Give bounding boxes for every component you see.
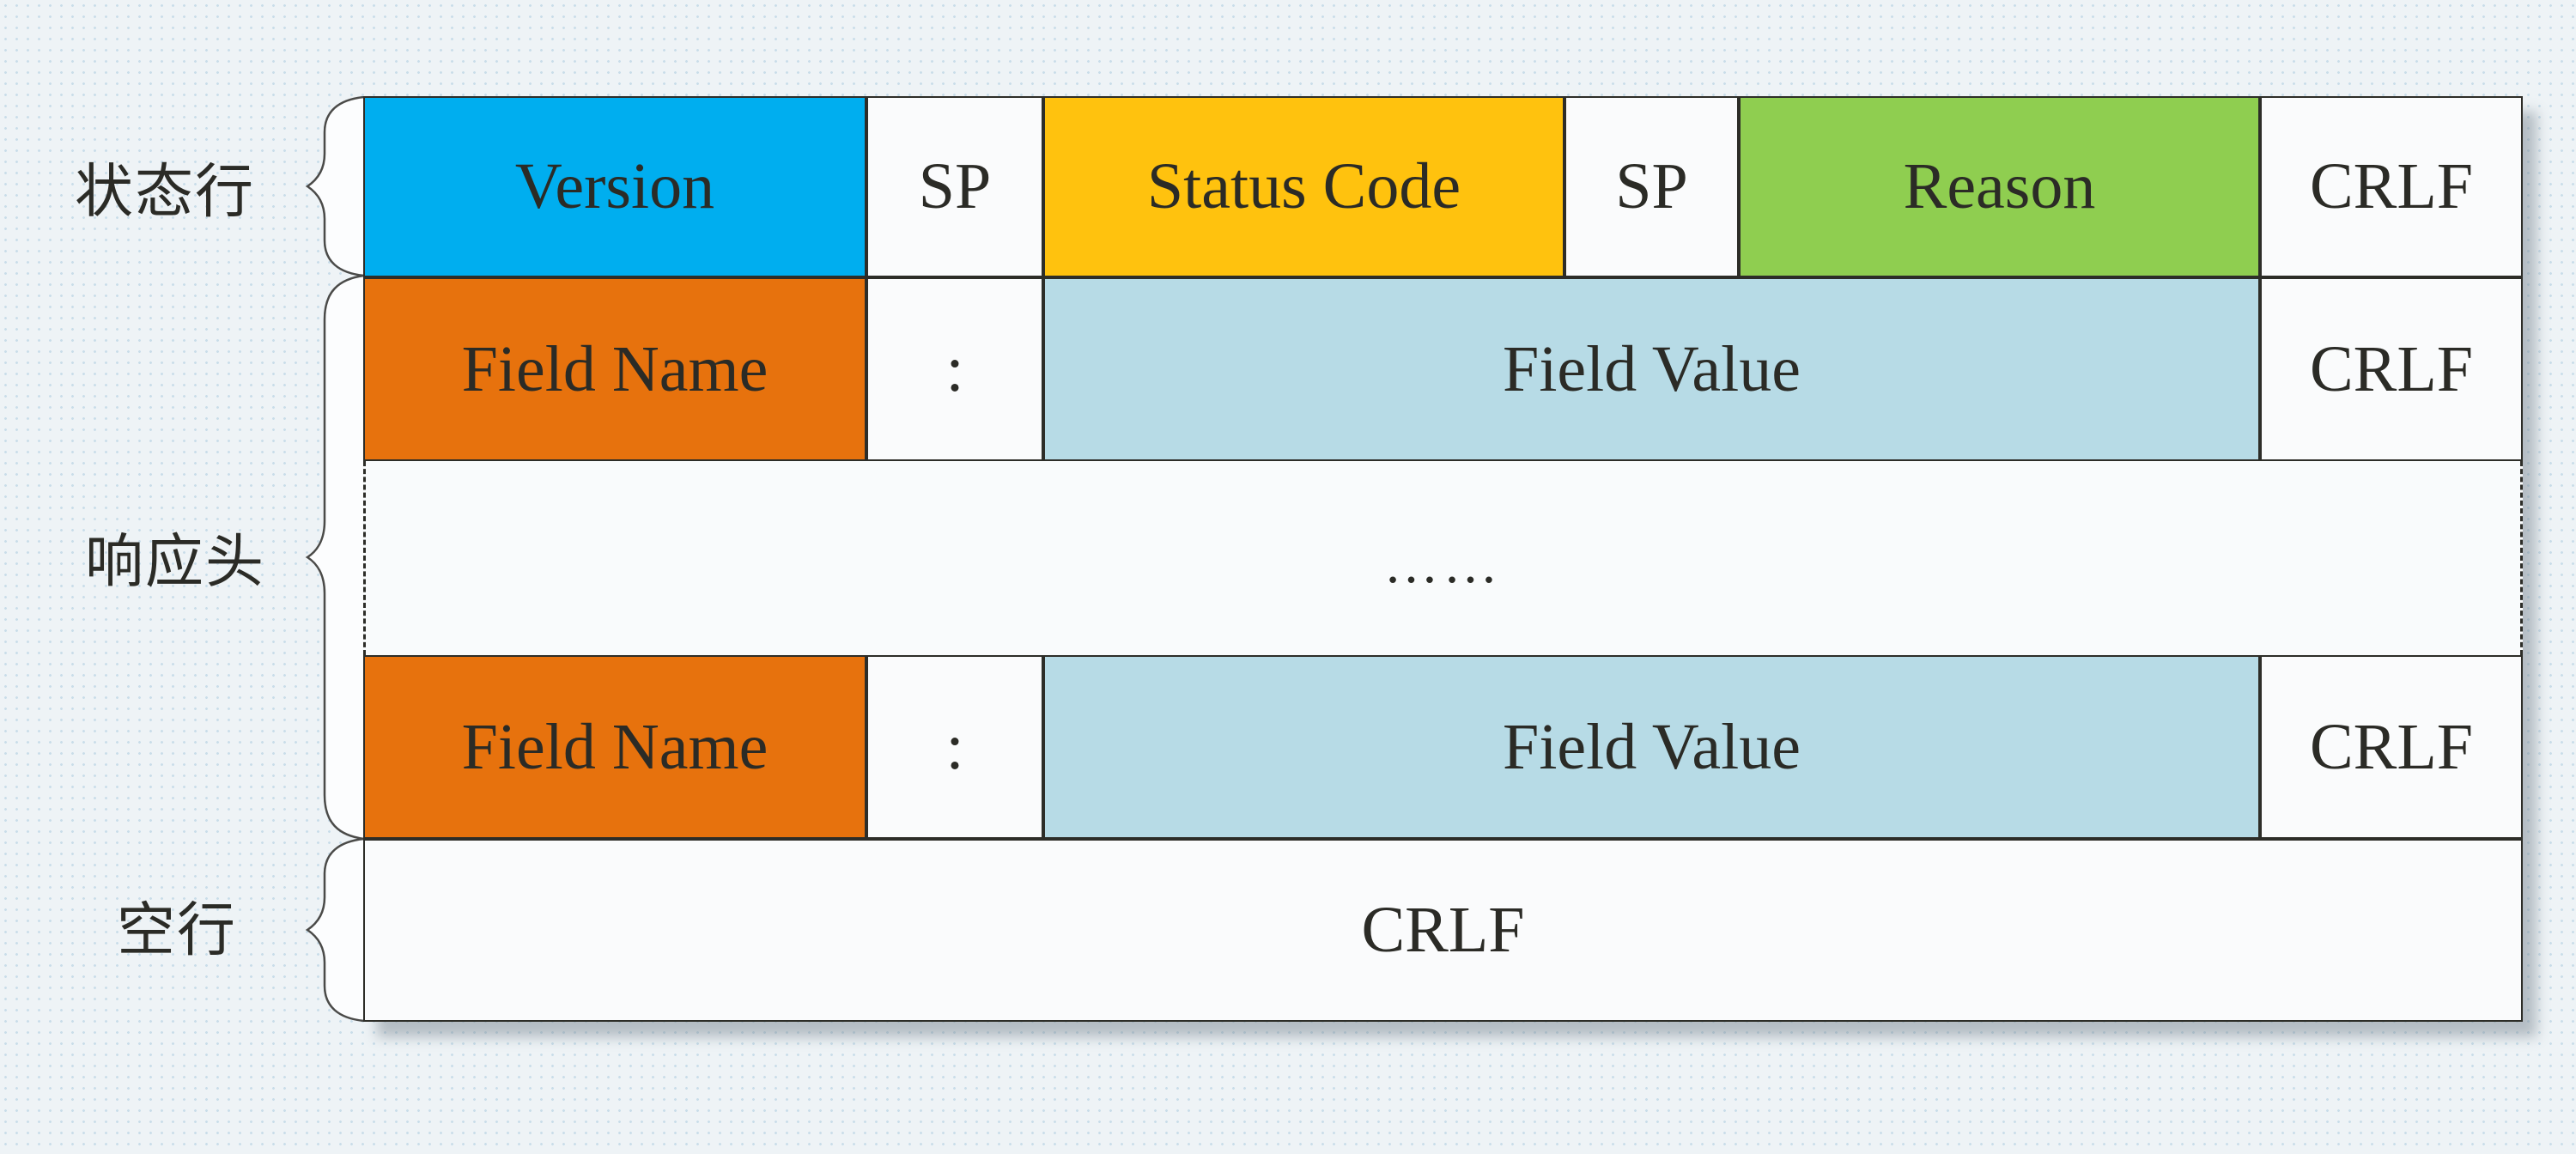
row-status-line: Version SP Status Code SP Reason CRLF (363, 96, 2523, 277)
cell-crlf-status: CRLF (2260, 96, 2523, 277)
brace-response-headers (305, 274, 364, 841)
row-header-1: Field Name : Field Value CRLF (363, 277, 2523, 461)
cell-colon-2: : (866, 655, 1043, 839)
cell-crlf-header-2: CRLF (2260, 655, 2523, 839)
cell-crlf-blank-line: CRLF (363, 839, 2523, 1022)
cell-version: Version (363, 96, 866, 277)
cell-status-code: Status Code (1043, 96, 1564, 277)
ellipsis-text: …… (1383, 533, 1503, 594)
label-status-line: 状态行 (74, 158, 256, 227)
cell-sp-2: SP (1564, 96, 1739, 277)
group-braces (305, 96, 364, 1022)
cell-sp-1: SP (866, 96, 1043, 277)
cell-field-value-2: Field Value (1043, 655, 2260, 839)
cell-reason: Reason (1739, 96, 2260, 277)
cell-crlf-header-1: CRLF (2260, 277, 2523, 461)
response-message-table: Version SP Status Code SP Reason CRLF Fi… (363, 96, 2523, 1022)
label-response-headers: 响应头 (84, 528, 266, 597)
cell-field-name-2: Field Name (363, 655, 866, 839)
label-blank-line: 空行 (116, 896, 238, 965)
row-blank-line: CRLF (363, 839, 2523, 1022)
cell-field-name-1: Field Name (363, 277, 866, 461)
brace-status-line (305, 96, 364, 277)
cell-colon-1: : (866, 277, 1043, 461)
section-more-headers: …… (363, 461, 2523, 655)
row-header-2: Field Name : Field Value CRLF (363, 655, 2523, 839)
cell-field-value-1: Field Value (1043, 277, 2260, 461)
brace-blank-line (305, 837, 364, 1022)
